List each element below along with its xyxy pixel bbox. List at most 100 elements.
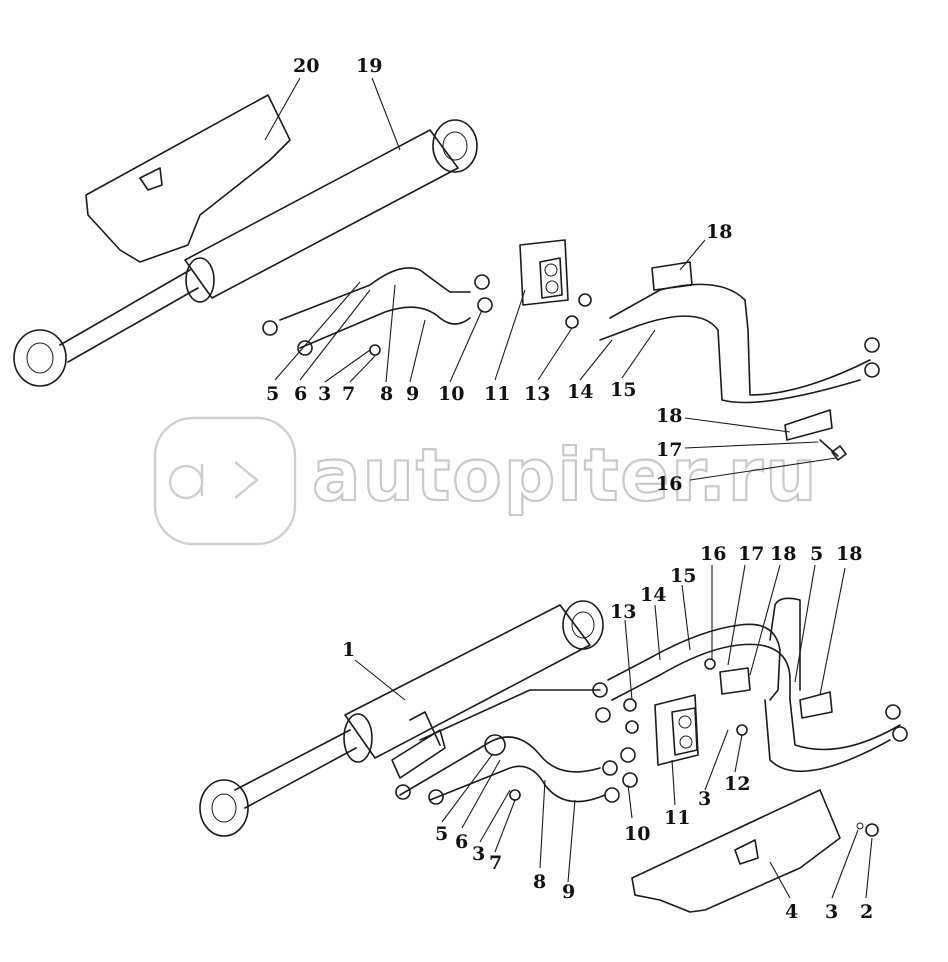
bolt-2-lower — [865, 823, 879, 837]
leader-l11 — [671, 759, 676, 806]
fitting-10a-upper — [474, 274, 490, 290]
pipe-upper-lower — [419, 689, 601, 741]
hose-end-b-lower — [892, 726, 908, 742]
hose-long-lower — [764, 699, 901, 772]
hose-14-upper — [599, 315, 861, 404]
hose-15-lower — [611, 643, 791, 701]
callout-u17: 17 — [656, 439, 682, 461]
leader-l14 — [654, 604, 661, 661]
leader-u13 — [537, 327, 573, 381]
callout-u13: 13 — [524, 383, 550, 405]
leader-l3a — [704, 729, 729, 791]
valve-port-b-upper — [545, 280, 559, 294]
callout-u19: 19 — [356, 55, 382, 77]
callout-l2: 2 — [860, 901, 873, 923]
callout-l18b: 18 — [836, 543, 862, 565]
lower-leaders — [354, 564, 873, 899]
leader-l9 — [567, 799, 576, 883]
cylinder-head-19 — [185, 257, 215, 303]
callout-l3b: 3 — [472, 843, 485, 865]
clamp-18a-lower — [719, 667, 751, 695]
callout-u5: 5 — [266, 383, 279, 405]
watermark: autopiter.ru — [153, 416, 818, 546]
callout-l4: 4 — [785, 901, 798, 923]
washer-3-lower — [856, 822, 864, 830]
callout-l5a: 5 — [810, 543, 823, 565]
leader-l1 — [354, 659, 406, 701]
fitting-10d-lower — [622, 772, 638, 788]
rod-eye-bore-lower — [211, 793, 237, 823]
callout-l12: 12 — [724, 773, 750, 795]
cylinder-eye-bore-1 — [571, 611, 595, 639]
fitting-10b-upper — [477, 297, 493, 313]
leader-u7 — [349, 355, 376, 383]
cylinder-barrel-1 — [344, 604, 591, 759]
callout-l6: 6 — [455, 831, 468, 853]
callout-u8: 8 — [380, 383, 393, 405]
callout-u18b: 18 — [656, 405, 682, 427]
callout-l5b: 5 — [435, 823, 448, 845]
fitting-6-lower — [428, 789, 444, 805]
pipe-8-lower — [399, 736, 601, 796]
cylinder-eye-19 — [432, 119, 478, 173]
fitting-5-lower — [395, 784, 411, 800]
rod-eye-upper — [13, 329, 67, 387]
fitting-10a-lower — [602, 760, 618, 776]
callout-u11: 11 — [484, 383, 510, 405]
clip-5-lower — [484, 734, 506, 756]
valve-block-11-upper — [519, 239, 569, 306]
clamp-18b-lower — [799, 691, 833, 719]
leader-u10 — [449, 309, 483, 383]
bolt-16-upper — [819, 439, 847, 461]
bolt-16-lower — [704, 658, 716, 670]
upper-leaders — [264, 77, 837, 481]
valve-port-a-lower — [678, 715, 692, 729]
callout-u18a: 18 — [706, 221, 732, 243]
fitting-13a-upper — [578, 293, 592, 307]
clamp-18a-upper — [651, 261, 693, 291]
leader-l18a — [749, 564, 781, 676]
clamp-18b-upper — [784, 409, 833, 441]
fitting-10c-lower — [620, 747, 636, 763]
hose-end-a-lower — [885, 704, 901, 720]
fitting-13b-upper — [565, 315, 579, 329]
guard-plate-4 — [631, 789, 841, 913]
leader-u20 — [264, 77, 301, 141]
lower-assembly — [199, 597, 908, 913]
callout-u10: 10 — [438, 383, 464, 405]
fitting-10b-lower — [604, 787, 620, 803]
callout-u3: 3 — [318, 383, 331, 405]
upper-labels: 20 19 18 5 6 3 7 8 9 10 11 13 14 15 18 1… — [266, 55, 732, 495]
leader-l5a — [794, 564, 816, 683]
fitting-13b-lower — [595, 707, 611, 723]
callout-l13: 13 — [610, 601, 636, 623]
callout-u14: 14 — [567, 381, 593, 403]
fitting-5-upper — [262, 320, 278, 336]
fitting-6-upper — [297, 340, 313, 356]
leader-l17 — [727, 564, 746, 666]
leader-l4 — [769, 861, 791, 899]
callout-l16: 16 — [700, 543, 726, 565]
callout-l15: 15 — [670, 565, 696, 587]
hose-end-a-upper — [864, 337, 880, 353]
callout-u15: 15 — [610, 379, 636, 401]
bolt-12-lower — [736, 724, 748, 736]
rod-eye-lower — [199, 779, 249, 837]
leader-l5b — [441, 754, 493, 823]
leader-l3c — [831, 829, 859, 899]
cylinder-head-1 — [343, 713, 373, 763]
leader-l7 — [494, 799, 516, 853]
hose-riser-lower — [769, 597, 801, 691]
leader-l8 — [539, 779, 546, 869]
callout-l3a: 3 — [698, 788, 711, 810]
leader-u18b — [684, 417, 791, 433]
leader-l12 — [734, 734, 743, 773]
callout-l11: 11 — [664, 807, 690, 829]
leader-l3b — [479, 789, 511, 843]
lower-labels: 1 16 17 18 5 18 15 14 13 12 3 11 10 5 6 … — [342, 543, 873, 923]
valve-port-a-upper — [544, 263, 558, 277]
cylinder-eye-1 — [562, 600, 604, 650]
upper-assembly — [13, 94, 880, 461]
